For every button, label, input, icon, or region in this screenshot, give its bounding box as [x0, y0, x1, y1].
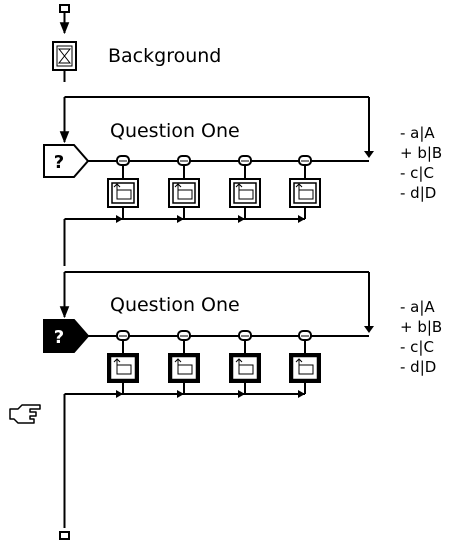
- response-label: - a|A: [400, 124, 435, 142]
- flag-icon: [59, 531, 70, 540]
- response-label: - a|A: [400, 298, 435, 316]
- response-icon[interactable]: [298, 330, 312, 341]
- map-icon[interactable]: [229, 178, 261, 208]
- decision-question-icon[interactable]: ?: [43, 319, 90, 353]
- map-icon[interactable]: [229, 353, 261, 383]
- decision-question-icon[interactable]: ?: [43, 144, 90, 178]
- response-list: - a|A + b|B - c|C - d|D: [400, 123, 442, 203]
- loop-arrow: [364, 326, 374, 333]
- map-icon[interactable]: [168, 178, 200, 208]
- question-one-title: Question One: [110, 120, 240, 142]
- response-label: + b|B: [400, 318, 443, 336]
- response-label: + b|B: [400, 144, 443, 162]
- map-icon[interactable]: [168, 353, 200, 383]
- flag-icon: [59, 4, 70, 26]
- erase-icon[interactable]: [52, 41, 77, 71]
- map-icon[interactable]: [107, 178, 139, 208]
- svg-text:?: ?: [54, 327, 64, 348]
- response-icon[interactable]: [238, 155, 252, 166]
- response-label: - d|D: [400, 184, 437, 202]
- response-icon[interactable]: [298, 155, 312, 166]
- response-icon[interactable]: [177, 155, 191, 166]
- loop-arrow: [364, 151, 374, 158]
- map-icon[interactable]: [289, 178, 321, 208]
- response-label: - c|C: [400, 338, 434, 356]
- response-icon[interactable]: [177, 330, 191, 341]
- map-icon[interactable]: [289, 353, 321, 383]
- response-label: - d|D: [400, 358, 437, 376]
- response-icon[interactable]: [238, 330, 252, 341]
- response-label: - c|C: [400, 164, 434, 182]
- pointing-hand-icon[interactable]: [9, 404, 41, 424]
- map-icon[interactable]: [107, 353, 139, 383]
- response-list: - a|A + b|B - c|C - d|D: [400, 297, 442, 377]
- question-two-title: Question One: [110, 294, 240, 316]
- svg-text:?: ?: [54, 152, 64, 173]
- response-icon[interactable]: [116, 155, 130, 166]
- background-icon-label: Background: [108, 45, 222, 67]
- response-icon[interactable]: [116, 330, 130, 341]
